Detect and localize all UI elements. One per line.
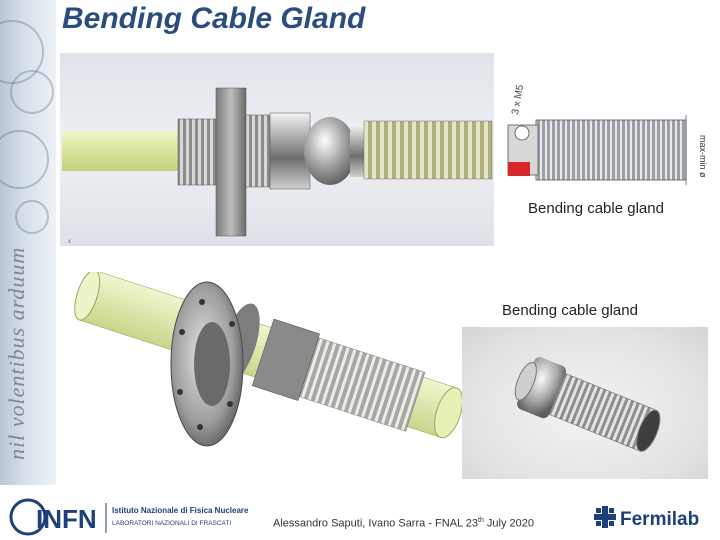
photo-cap <box>514 361 537 401</box>
infn-logo: INFN Istituto Nazionale di Fisica Nuclea… <box>9 498 248 536</box>
seal-highlight <box>508 162 530 176</box>
photo-head <box>517 357 567 419</box>
gear-decoration <box>10 70 54 114</box>
bending-spring-3d <box>296 336 426 432</box>
fermilab-logo-text: Fermilab <box>620 509 699 530</box>
motto-text: nil volentibus arduum <box>4 246 29 460</box>
infn-lab-name: LABORATORI NAZIONALI DI FRASCATI <box>112 520 231 527</box>
product-photo <box>462 327 708 479</box>
hex-nut-3d <box>251 318 320 401</box>
infn-institute-name: Istituto Nazionale di Fisica Nucleare <box>112 506 248 515</box>
footer-date: July 2020 <box>483 517 535 530</box>
technical-drawing: 3 x M5 max-min ø <box>507 84 708 185</box>
bolt-hole <box>199 299 205 305</box>
slide-title: Bending Cable Gland <box>62 2 366 35</box>
drawing-body <box>535 119 687 181</box>
side-view-illustration: x <box>62 87 493 245</box>
bolt-hole <box>229 321 235 327</box>
caption-bottom: Bending cable gland <box>502 302 638 319</box>
footer-credit: Alessandro Saputi, Ivano Sarra - FNAL 23… <box>273 517 534 530</box>
axis-marker: x <box>68 239 71 245</box>
fermilab-logo: Fermilab <box>594 506 699 530</box>
flange-bore <box>194 322 230 406</box>
tube-end <box>74 272 101 321</box>
bolt-hole <box>177 389 183 395</box>
drawing-port <box>514 125 530 141</box>
gear-decoration <box>15 200 49 234</box>
collar <box>350 125 364 177</box>
flange <box>215 87 247 237</box>
gland-photo-illustration <box>514 357 661 452</box>
infn-logo-text: INFN <box>36 504 97 534</box>
tube-end <box>434 387 464 439</box>
side-view-render: x <box>60 53 494 246</box>
dimension-label: max-min ø <box>698 135 708 178</box>
bending-spring <box>363 120 493 180</box>
bolt-hole <box>179 329 185 335</box>
caption-top: Bending cable gland <box>528 200 664 217</box>
thread-label: 3 x M5 <box>510 84 526 116</box>
bolt-hole <box>227 401 233 407</box>
left-decorative-strip: nil volentibus arduum <box>0 0 56 485</box>
footer-ordinal: th <box>478 517 484 524</box>
gear-decoration <box>0 130 49 189</box>
footer-authors: Alessandro Saputi, Ivano Sarra - FNAL 23 <box>273 517 479 530</box>
photo-bore <box>635 409 661 452</box>
thread-section <box>245 114 271 188</box>
fermilab-icon <box>594 506 616 528</box>
thread-section <box>177 118 217 186</box>
ball-joint <box>304 117 356 185</box>
bolt-hole <box>197 424 203 430</box>
perspective-render <box>74 272 464 447</box>
